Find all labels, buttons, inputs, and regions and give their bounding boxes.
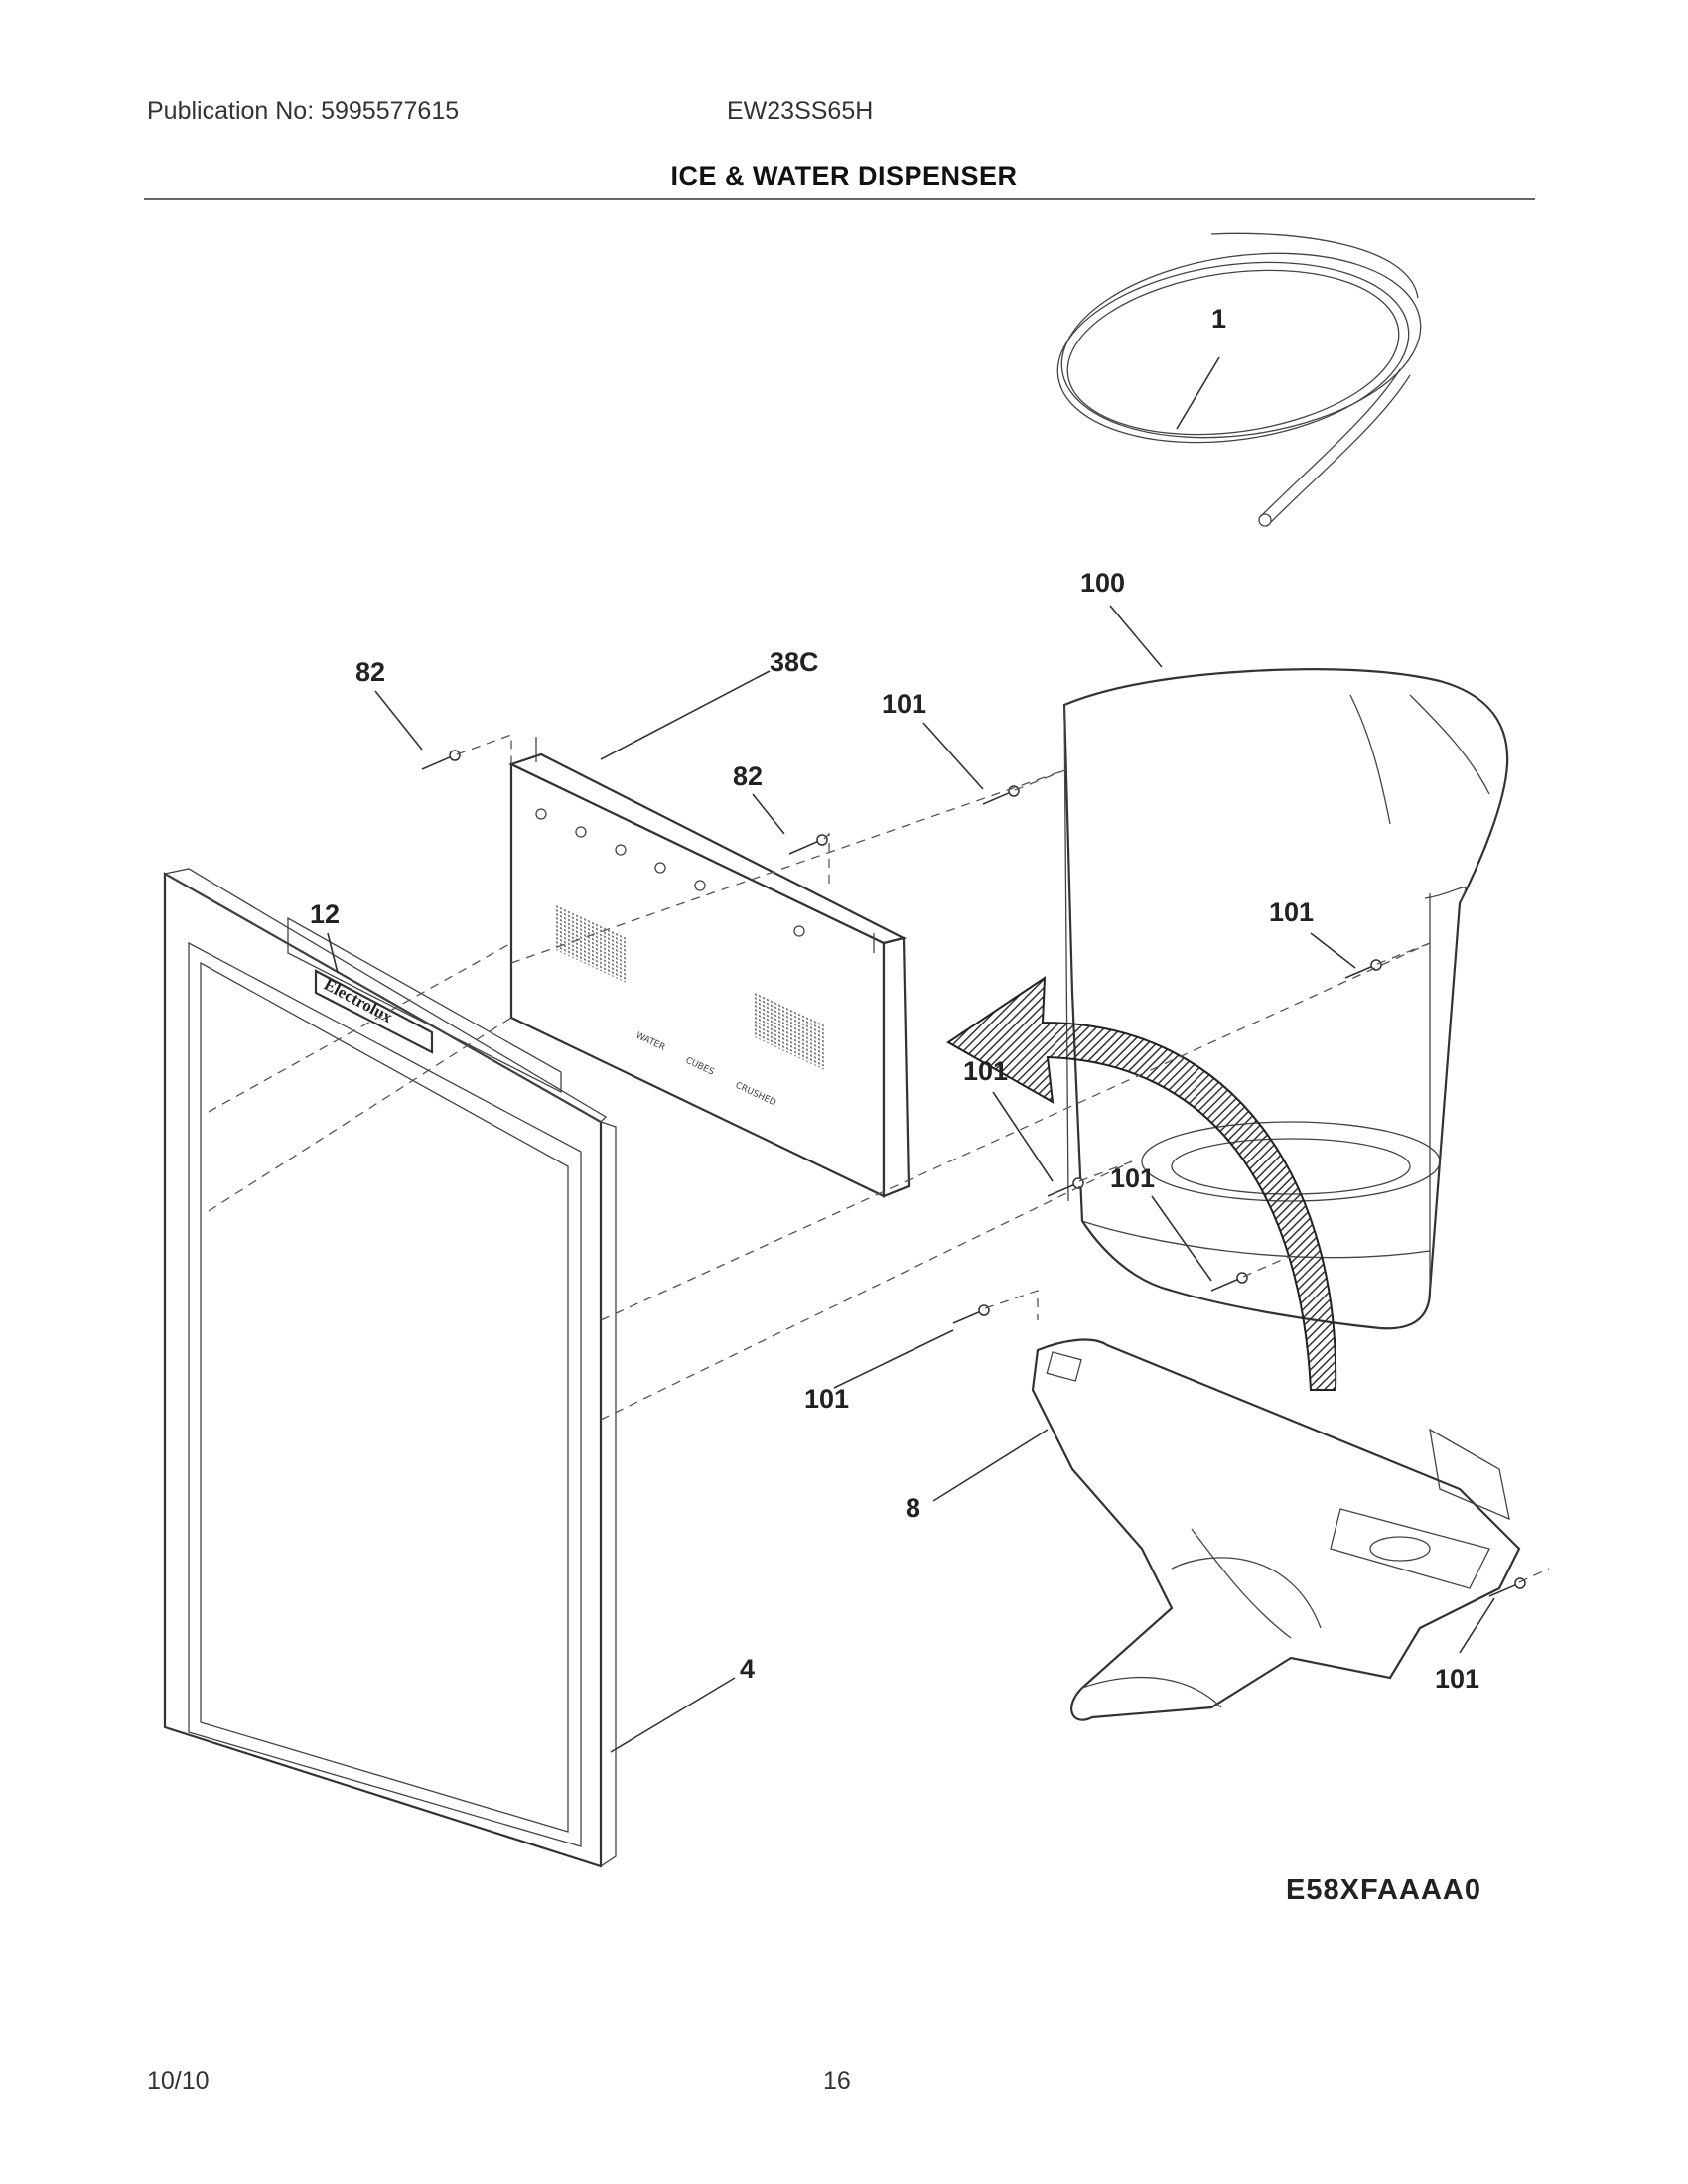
screw-101-lower — [952, 1304, 990, 1324]
callout-12: 12 — [310, 899, 340, 929]
screw-101-right — [1344, 959, 1382, 979]
callout-82-left: 82 — [355, 657, 385, 687]
rotation-arrow — [946, 976, 1337, 1391]
callout-82-center: 82 — [733, 761, 763, 791]
footer-date: 10/10 — [147, 2067, 210, 2095]
callout-8: 8 — [906, 1493, 920, 1523]
water-tubing-coil — [1056, 232, 1422, 527]
callout-101-mid: 101 — [963, 1056, 1008, 1086]
screw-101-mid2 — [1210, 1272, 1248, 1292]
callout-38c: 38C — [770, 647, 819, 677]
callout-101-mid2: 101 — [1110, 1163, 1155, 1193]
callout-1: 1 — [1211, 304, 1226, 334]
dispenser-frame — [163, 868, 617, 1868]
dispenser-housing — [1062, 668, 1509, 1330]
callout-leaders — [327, 356, 1495, 1753]
screw-82-left — [421, 750, 461, 770]
publication-number: Publication No: 5995577615 — [147, 97, 460, 125]
header-divider — [144, 198, 1535, 200]
control-board-assembly: WATER CUBES CRUSHED — [508, 737, 911, 1198]
alignment-lines — [208, 734, 1550, 1583]
callout-101-top: 101 — [882, 689, 926, 719]
screw-82-center — [788, 834, 828, 855]
screw-101-top — [982, 785, 1020, 805]
model-number: EW23SS65H — [727, 97, 874, 125]
callout-101-bottom-right: 101 — [1435, 1664, 1479, 1694]
diagram-code: E58XFAAAA0 — [1286, 1874, 1481, 1906]
page-title: ICE & WATER DISPENSER — [670, 161, 1018, 191]
page-number: 16 — [823, 2067, 851, 2095]
callout-100: 100 — [1080, 568, 1125, 598]
callout-101-right: 101 — [1269, 897, 1314, 927]
ice-chute-assembly — [1031, 1338, 1521, 1721]
callout-101-lower: 101 — [804, 1384, 849, 1414]
callout-4: 4 — [740, 1654, 755, 1684]
